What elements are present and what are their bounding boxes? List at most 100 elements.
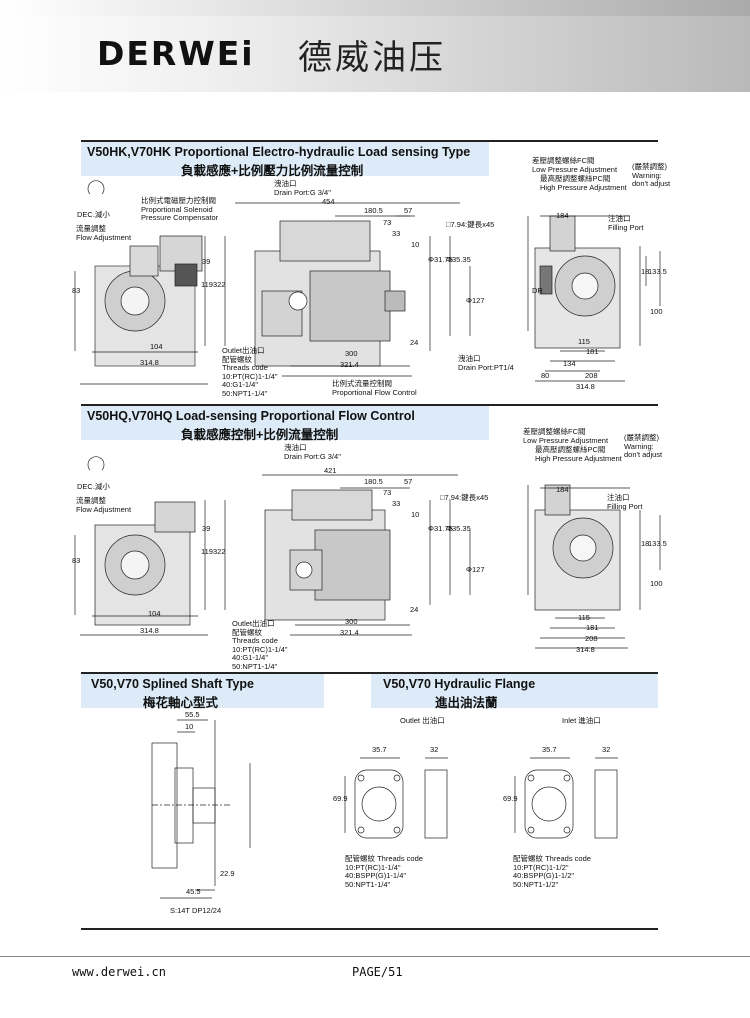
s4-inlet-threads: 配管螺紋 Threads code 10:PT(RC)1-1/2" 40:BSP… [513,854,591,889]
s2-phi-31: Φ31.75 [428,524,453,533]
s1-drain2-label: 洩油口 Drain Port:PT1/4 [458,354,514,372]
s2-filling-label: 注油口 Filling Port [607,493,643,511]
s2-dim-314-8: 314.8 [140,626,159,635]
s2-dim-184: 184 [556,485,569,494]
s1-dim-24: 24 [410,338,419,347]
brand-logo-text: DERWEi [97,34,255,73]
section1-title: V50HK,V70HK Proportional Electro-hydraul… [81,142,489,178]
s1-dec-label: DEC.減小 [77,210,110,219]
s2-dim-104: 104 [148,609,161,618]
s1-dim-181: 181 [586,347,599,356]
s1-outlet-label: Outlet出油口 配管螺紋 Threads code 10:PT(RC)1-1… [222,346,278,398]
s2-dim-73: 73 [383,488,392,497]
footer-page-number: PAGE/51 [352,965,403,979]
s1-low-adjust-label: 差壓調整螺絲FC閥 Low Pressure Adjustment [532,156,618,174]
s1-dim-104: 104 [150,342,163,351]
s1-dim-133-5: 133.5 [648,267,667,276]
section2-title: V50HQ,V70HQ Load-sensing Proportional Fl… [81,406,489,442]
section3-top-rule [81,672,658,674]
s1-phi-35: Φ35.35 [446,255,471,264]
section2-drawings [74,456,661,649]
s1-filling-label: 注油口 Filling Port [608,214,644,232]
s4-outlet-threads: 配管螺紋 Threads code 10:PT(RC)1-1/4" 40:BSP… [345,854,423,889]
section4-title: V50,V70 Hydraulic Flange 進出油法蘭 [371,674,658,710]
s2-dim-421: 421 [324,466,337,475]
s2-high-adjust-label: 最高壓調整螺絲PC閥 High Pressure Adjustment [535,445,622,463]
section1-title-en: V50HK,V70HK Proportional Electro-hydraul… [87,145,471,159]
s2-dim-100: 100 [650,579,663,588]
s2-dim-300: 300 [345,617,358,626]
s2-dim-115: 115 [578,613,590,622]
s1-dr-label: DR [532,286,543,295]
s1-high-adjust-label: 最高壓調整螺絲PC閥 High Pressure Adjustment [540,174,627,192]
s2-key-label: □7.94:鍵長x45 [440,493,489,502]
s1-dim-322: 322 [213,280,226,289]
s3-dim-55-5: 55.5 [185,710,200,719]
s2-drain-label: 洩油口 Drain Port:G 3/4" [284,443,341,461]
s1-dim-134: 134 [563,359,576,368]
s4-inlet-dim-32: 32 [602,745,611,754]
s2-dim-39: 39 [202,524,211,533]
section1-title-cn: 負載感應+比例壓力比例流量控制 [181,164,364,178]
s1-prop-flow-label: 比例式流量控制閥 Proportional Flow Control [332,379,417,397]
section2-title-cn: 負載感應控制+比例流量控制 [181,428,339,442]
s1-dim-83: 83 [72,286,81,295]
section2-title-en: V50HQ,V70HQ Load-sensing Proportional Fl… [87,409,415,423]
section4-title-en: V50,V70 Hydraulic Flange [383,677,536,691]
s1-dim-314-8b: 314.8 [576,382,595,391]
s2-low-adjust-label: 差壓調整螺絲FC閥 Low Pressure Adjustment [523,427,609,445]
section3-4-drawings [151,719,618,899]
brand-chinese-name: 德威油压 [298,38,446,78]
s1-dim-115: 115 [578,337,590,346]
s2-dim-57: 57 [404,477,413,486]
s1-dim-321-4: 321.4 [340,360,359,369]
s4-outlet-dim-32: 32 [430,745,439,754]
s2-phi-35: Φ35.35 [446,524,471,533]
s2-outlet-label: Outlet出油口 配管螺紋 Threads code 10:PT(RC)1-1… [232,619,288,671]
section-bottom-rule [81,928,658,930]
s2-dim-83: 83 [72,556,81,565]
s1-phi-31: Φ31.75 [428,255,453,264]
section3-title: V50,V70 Splined Shaft Type 梅花軸心型式 [81,674,324,710]
s1-dim-314-8: 314.8 [140,358,159,367]
section1-top-rule [81,140,658,142]
section1-drawings [74,180,661,385]
s1-solenoid-label: 比例式電磁壓力控制閥 Proportional Solenoid Pressur… [141,196,219,222]
s3-spline-label: S:14T DP12/24 [170,906,222,915]
s2-dim-18: 18 [641,539,650,548]
s1-flow-adjust-label: 流量調整 Flow Adjustment [76,224,132,242]
s2-dim-10: 10 [411,510,420,519]
section4-title-cn: 進出油法蘭 [435,696,498,710]
s4-inlet-dim-69-9: 69.9 [503,794,518,803]
s1-dim-208: 208 [585,371,598,380]
s2-dim-33: 33 [392,499,401,508]
section2-top-rule [81,404,658,406]
s1-phi-127: Φ127 [466,296,485,305]
s1-dim-10: 10 [411,240,420,249]
s1-dim-454: 454 [322,197,335,206]
header-bar [0,0,750,92]
footer-url: www.derwei.cn [72,965,166,979]
footer-line [0,956,750,957]
s4-outlet-label: Outlet 出油口 [400,716,445,725]
s1-key-label: □7.94:鍵長x45 [446,220,495,229]
s2-dim-314-8b: 314.8 [576,645,595,654]
s1-dim-119: 119 [201,280,213,289]
header-stripe [0,0,750,16]
s4-outlet-dim-35-7: 35.7 [372,745,387,754]
s1-dim-18: 18 [641,267,650,276]
s2-dim-208: 208 [585,634,598,643]
s4-inlet-dim-35-7: 35.7 [542,745,557,754]
s1-dim-39: 39 [202,257,211,266]
s2-dim-24: 24 [410,605,419,614]
s2-dim-133-5: 133.5 [648,539,667,548]
s3-dim-22-9: 22.9 [220,869,235,878]
s1-dim-33: 33 [392,229,401,238]
s1-dim-184: 184 [556,211,569,220]
s1-warning-label: (嚴禁調整) Warning: don't adjust [632,162,671,188]
s1-dim-180-5: 180.5 [364,206,383,215]
s4-outlet-dim-69-9: 69.9 [333,794,348,803]
s1-dim-80: 80 [541,371,550,380]
s2-warning-label: (嚴禁調整) Warning: don't adjust [624,433,663,459]
s1-dim-57: 57 [404,206,413,215]
